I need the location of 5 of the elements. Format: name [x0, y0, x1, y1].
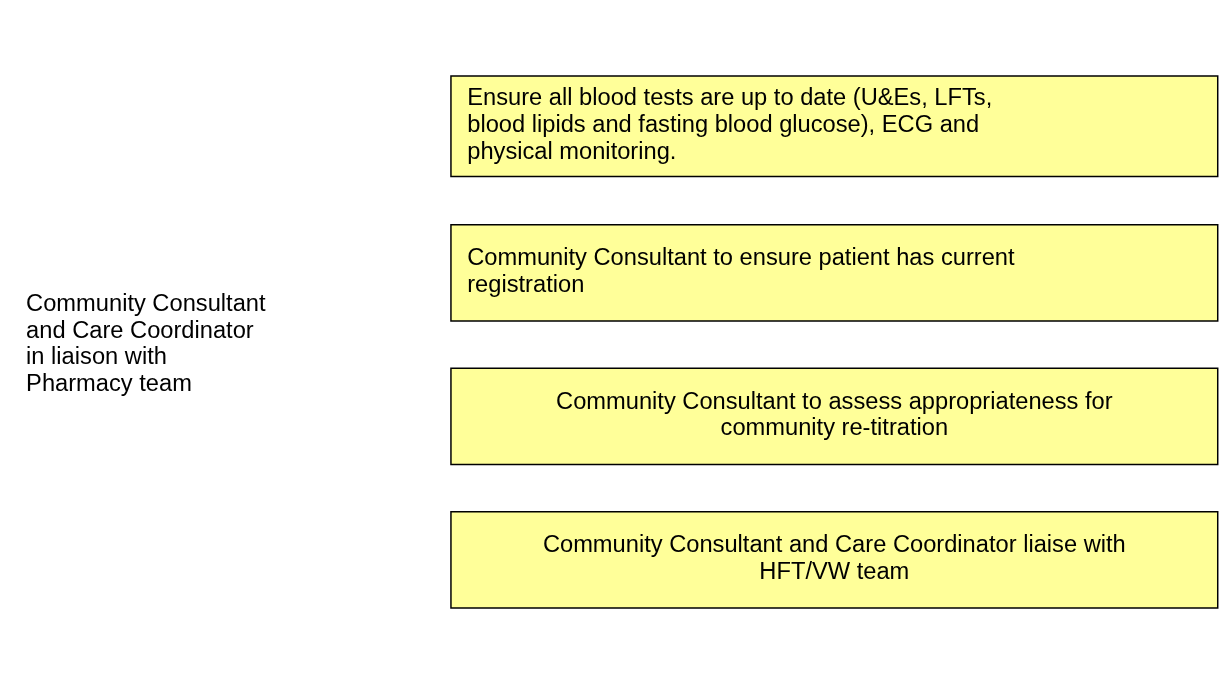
node-box: Community Consultant to assess appropriateness for community re-titration: [450, 367, 1219, 466]
node-box: Community Consultant to ensure patient has current registration: [450, 223, 1219, 322]
label: Community Consultant and Care Coordinator in liaison with Pharmacy team: [26, 289, 266, 396]
node-box: Community Consultant and Care Coordinator liaise with HFT/VW team: [450, 511, 1219, 609]
node-box: Ensure all blood tests are up to date (U&Es, LFTs, blood lipids and fasting blood glucose), ECG and physical monitoring.: [450, 75, 1219, 178]
